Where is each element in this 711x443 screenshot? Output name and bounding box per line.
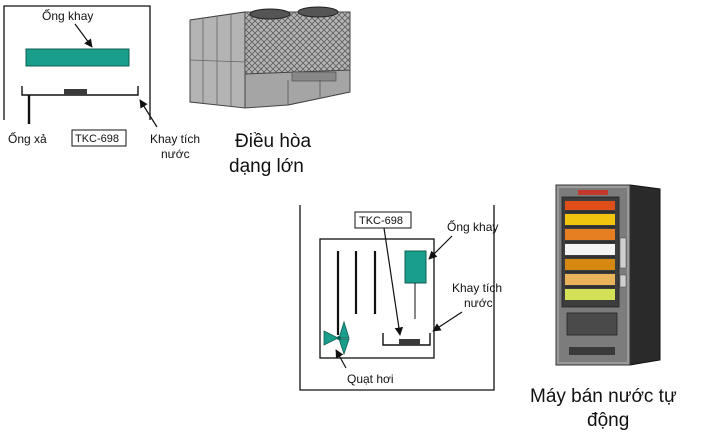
bottom-tray-pipe-label: Ống khay: [447, 219, 498, 234]
top-sensor-label-box: [71, 129, 127, 147]
top-drip-tray-label-1: Khay tích: [150, 132, 200, 146]
fan-icon: [323, 320, 350, 356]
top-diagram: Ống khay Ống xả TKC-698 Khay tích nước: [3, 5, 200, 161]
bottom-drip-tray-label-1: Khay tích: [452, 281, 502, 295]
chiller-caption-line2: dạng lớn: [229, 156, 304, 177]
top-tray-pipe-label: Ống khay: [42, 8, 93, 23]
top-drain-pipe-label: Ống xả: [8, 131, 47, 146]
bottom-diagram: Quạt hơi TKC-698 Ống khay Khay tích nước: [299, 205, 502, 391]
top-tray-pipe-arrow: [74, 23, 93, 48]
chiller-caption-line1: Điều hòa: [235, 131, 311, 152]
bottom-sensor: [399, 339, 420, 345]
top-tray-pipe: [25, 48, 130, 67]
top-drip-tray-arrow: [139, 99, 158, 128]
top-drip-tray-label-2: nước: [161, 147, 190, 161]
fan-arrow: [335, 349, 347, 369]
top-sensor-label: TKC-698: [75, 133, 119, 145]
bottom-tray-pipe: [404, 250, 427, 284]
vending-caption-line2: động: [587, 410, 629, 431]
top-frame: [3, 5, 151, 120]
vending-caption-line1: Máy bán nước tự: [530, 386, 677, 407]
bottom-sensor-label: TKC-698: [359, 215, 403, 227]
top-sensor: [64, 89, 87, 95]
bottom-sensor-label-box: [354, 211, 412, 229]
chiller-unit-image: [189, 6, 351, 109]
bottom-tray-pipe-arrow: [428, 235, 453, 260]
bottom-drip-tray-label-2: nước: [464, 296, 493, 310]
bottom-sensor-arrow: [383, 227, 404, 336]
vending-machine-image: [555, 184, 661, 366]
bottom-inner-box: [319, 238, 435, 359]
bottom-drip-tray-arrow: [432, 311, 463, 332]
fan-label: Quạt hơi: [347, 372, 394, 386]
bottom-outer-frame: [299, 205, 495, 391]
